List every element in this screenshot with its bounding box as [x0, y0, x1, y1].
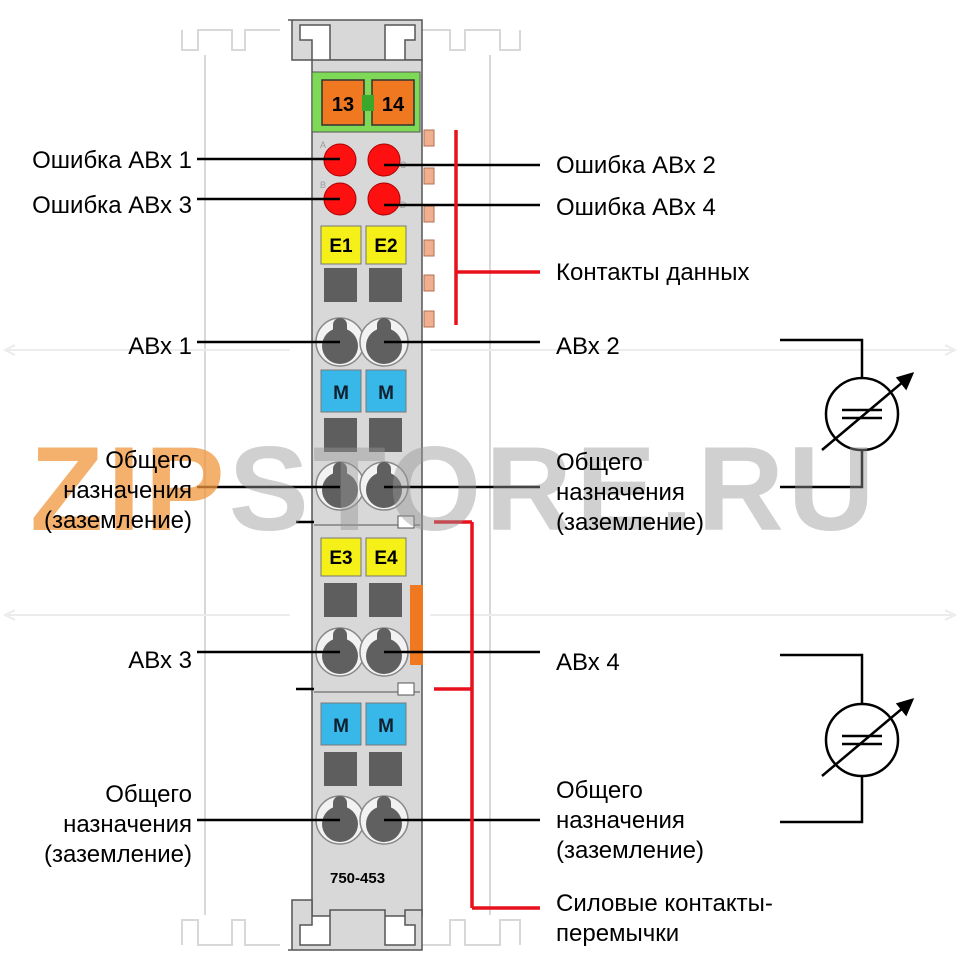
label-error-4: Ошибка АВх 4 — [556, 194, 716, 221]
supply-bridge — [362, 95, 374, 111]
bottom-latch — [288, 899, 423, 951]
red-callouts — [434, 130, 540, 910]
label-e4 — [365, 537, 407, 577]
module-text: 13 14 E1 E2 M M E3 E4 M M A B C D — [320, 94, 407, 737]
module-housing — [288, 19, 435, 951]
row-label-e4: E4 — [374, 548, 398, 569]
watermark: ZIPSTORE.RU — [30, 420, 879, 558]
label-ground-left-2: Общего назначения (заземление) — [43, 781, 192, 868]
label-m-3 — [320, 702, 362, 746]
led-c — [367, 143, 401, 177]
power-jumper-contact — [410, 585, 423, 665]
watermark-rest: STORE.RU — [228, 422, 879, 556]
label-input-1: АВх 1 — [128, 333, 192, 360]
label-error-3: Ошибка АВх 3 — [32, 192, 192, 219]
power-jumper-slot — [397, 515, 415, 529]
label-m-2 — [365, 369, 407, 413]
sensor-symbol-2 — [780, 653, 915, 824]
row-label-m2: M — [378, 383, 394, 404]
watermark-highlight: ZIP — [30, 422, 229, 556]
sensor-symbol-1 — [780, 338, 915, 489]
label-input-4: АВх 4 — [556, 649, 620, 676]
label-data-contacts: Контакты данных — [556, 259, 750, 286]
label-input-2: АВх 2 — [556, 333, 620, 360]
model-number: 750-453 — [330, 870, 386, 887]
row-label-m4: M — [378, 716, 394, 737]
label-power-jumpers: Силовые контакты-перемычки — [556, 890, 773, 947]
label-e3 — [320, 537, 362, 577]
row-label-m1: M — [333, 383, 349, 404]
release-slot — [369, 418, 402, 452]
label-ground-right-2: Общего назначения (заземление) — [556, 777, 705, 864]
data-contact-pads — [423, 129, 435, 328]
led-letter-a: A — [320, 140, 326, 150]
release-slot — [324, 418, 357, 452]
row-label-m3: M — [333, 716, 349, 737]
label-error-1: Ошибка АВх 1 — [32, 147, 192, 174]
background-arrows — [2, 344, 958, 621]
label-m-1 — [320, 369, 362, 413]
release-slot — [324, 268, 357, 302]
row-label-e3: E3 — [329, 548, 352, 569]
terminal-14-label: 14 — [382, 94, 405, 116]
label-ground-right-1: Общего назначения (заземление) — [556, 449, 705, 536]
row-label-e1: E1 — [329, 236, 353, 257]
release-slot — [324, 752, 357, 786]
clamp-pair-1 — [315, 317, 409, 367]
release-slot — [369, 583, 402, 617]
led-letter-b: B — [320, 180, 326, 190]
led-d — [367, 182, 401, 216]
callout-lines — [197, 157, 540, 822]
label-ground-left-1: Общего назначения (заземление) — [43, 447, 192, 534]
terminal-13 — [321, 79, 365, 126]
top-latch — [288, 19, 423, 61]
power-jumper-slot — [397, 682, 415, 696]
terminal-14 — [371, 79, 415, 126]
terminal-13-label: 13 — [332, 94, 354, 116]
label-error-2: Ошибка АВх 2 — [556, 152, 716, 179]
release-slot — [324, 583, 357, 617]
label-e1 — [320, 225, 362, 265]
label-m-4 — [365, 702, 407, 746]
release-slot — [369, 752, 402, 786]
clamp-pair-2 — [315, 461, 409, 511]
row-label-e2: E2 — [374, 236, 397, 257]
label-e2 — [365, 225, 407, 265]
label-input-3: АВх 3 — [128, 647, 192, 674]
release-slot — [369, 268, 402, 302]
